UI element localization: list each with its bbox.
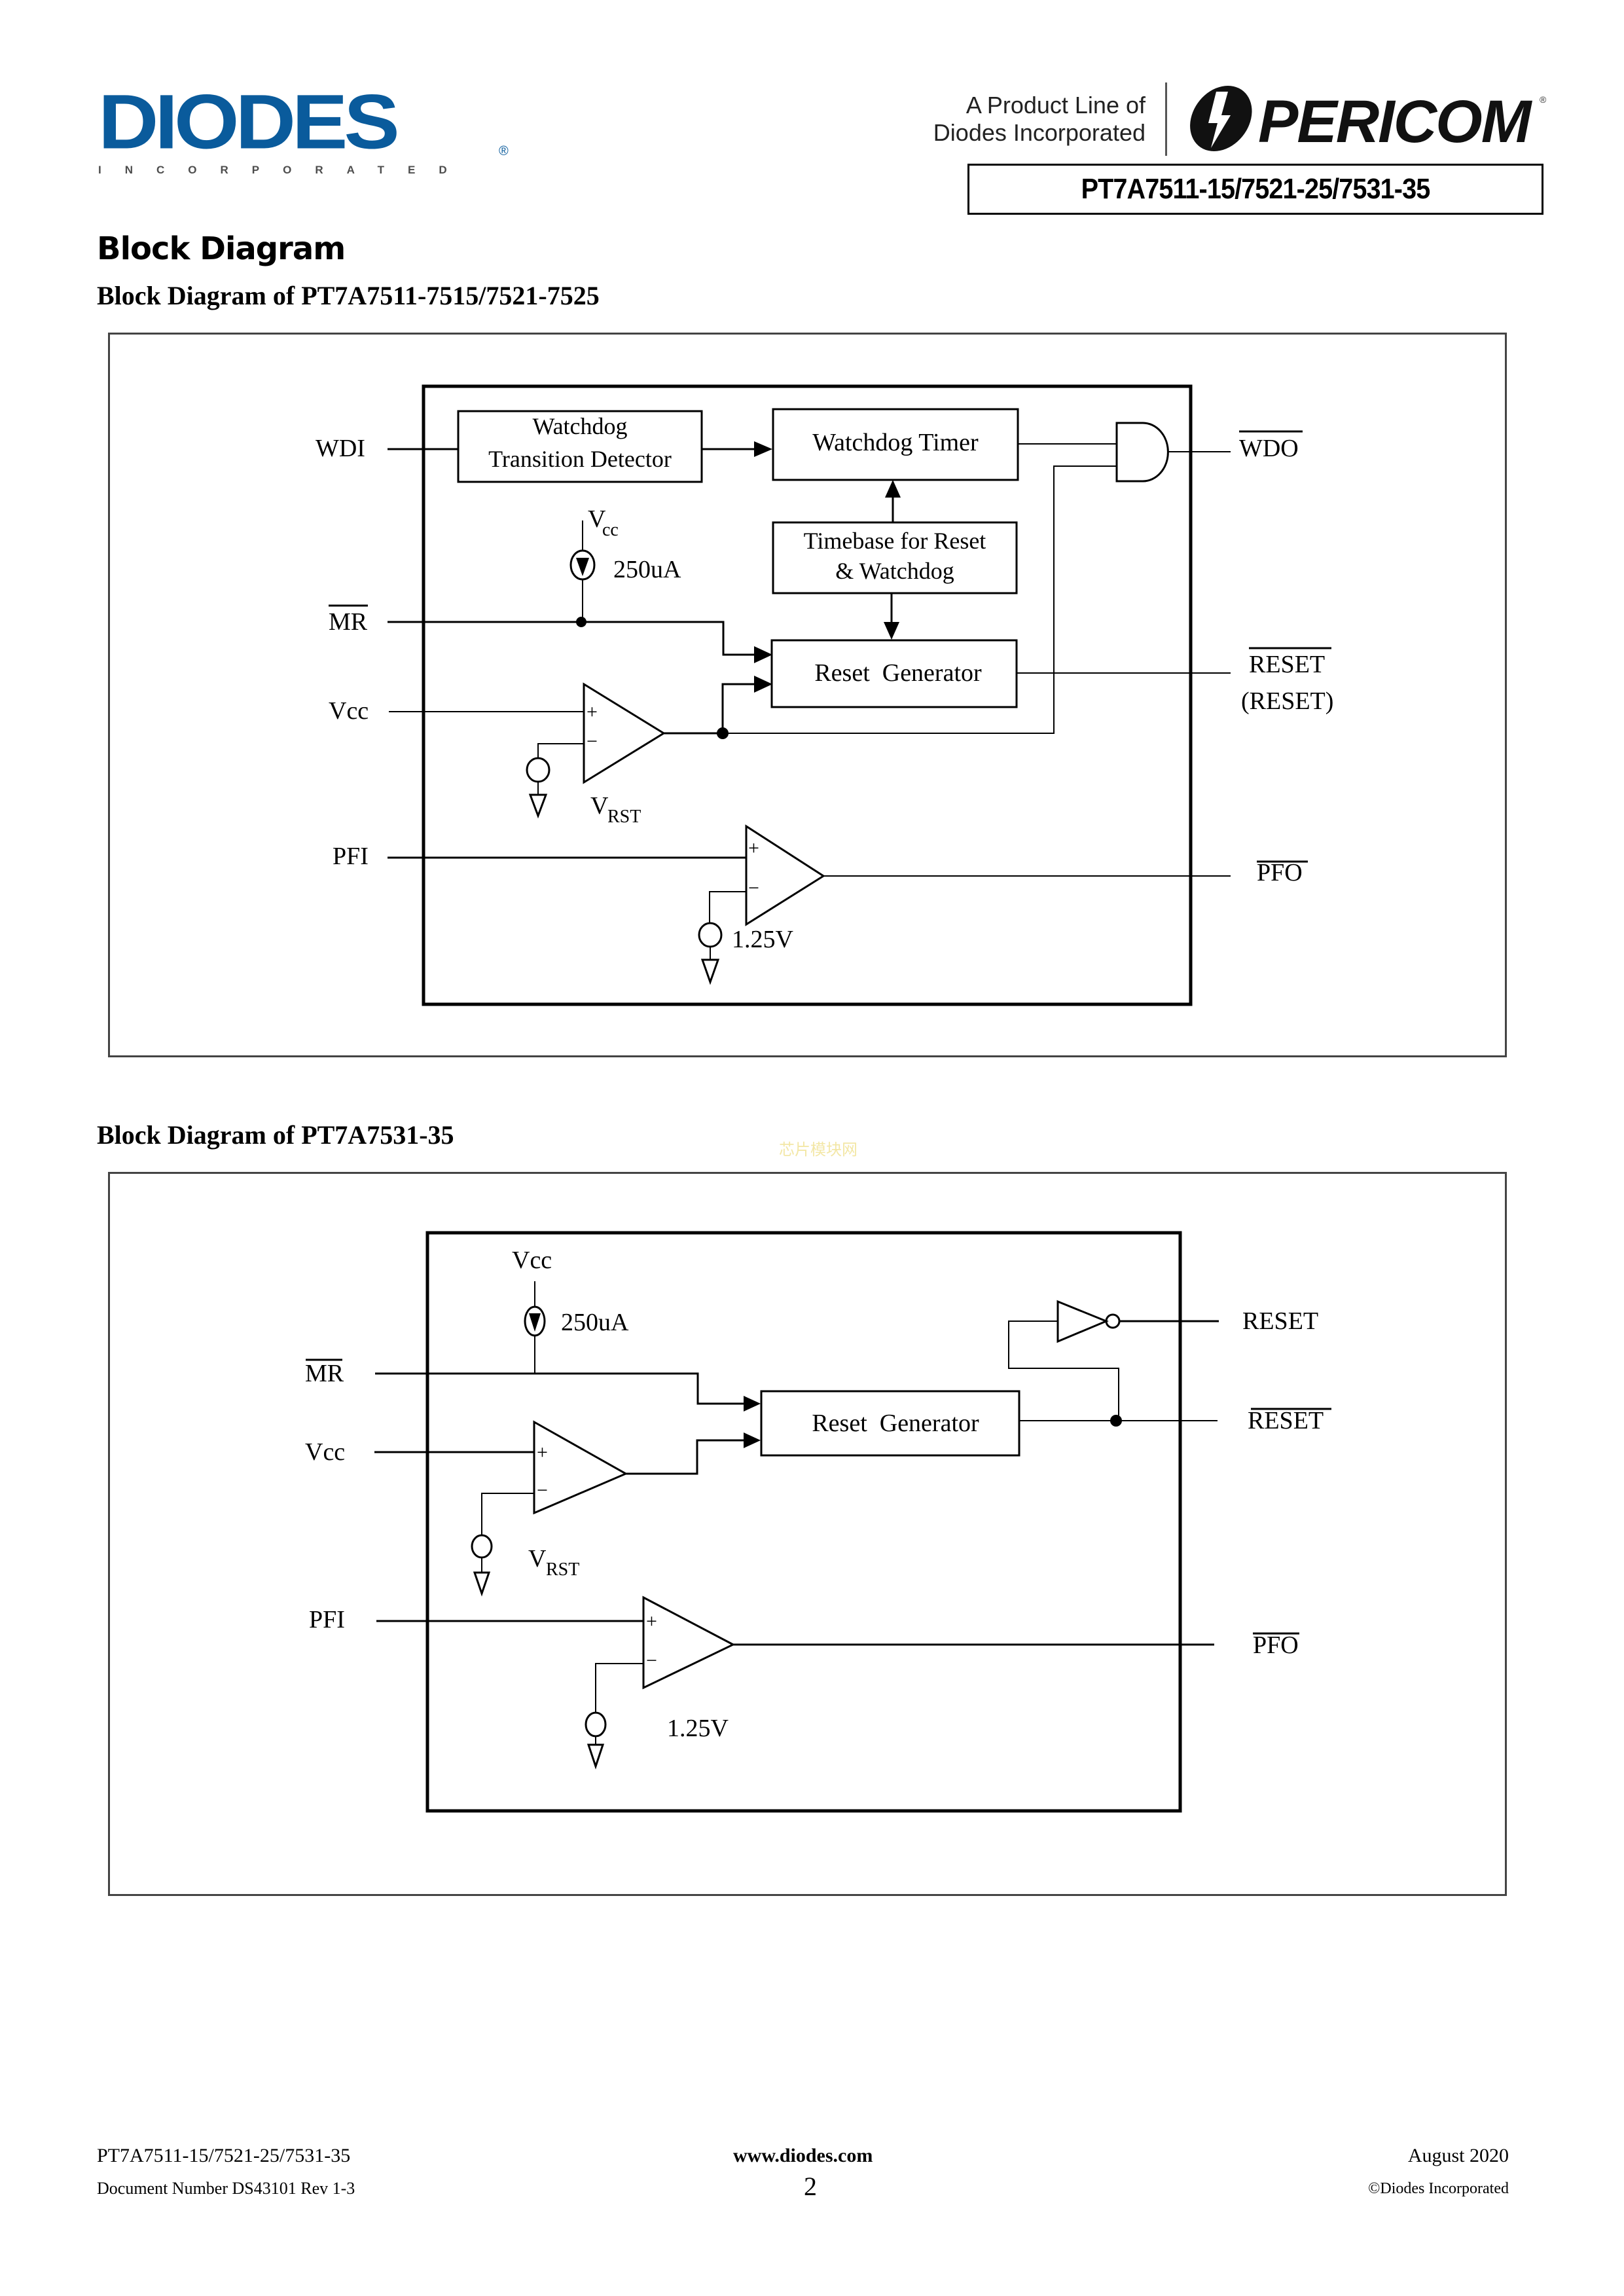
output-label-reset: RESET: [1242, 1307, 1318, 1335]
figure-2-title: Block Diagram of PT7A7531-35: [97, 1120, 454, 1150]
output-label-pfo: PFO: [1253, 1631, 1299, 1659]
vrst-subscript: RST: [607, 807, 641, 827]
comparator-minus: −: [748, 877, 759, 899]
comparator-vrst: [533, 1420, 628, 1515]
product-line-2: Diodes Incorporated: [933, 119, 1146, 146]
ground-icon: [700, 958, 720, 985]
comparator-plus: +: [537, 1442, 548, 1463]
comparator-minus: −: [586, 731, 598, 752]
timebase-block: [772, 521, 1018, 594]
output-label-reset-alt: (RESET): [1241, 687, 1333, 715]
part-number: PT7A7511-15/7521-25/7531-35: [1081, 173, 1431, 205]
figure-1-frame: [108, 333, 1507, 1057]
voltage-source-icon: [585, 1711, 607, 1738]
footer-page-number: 2: [804, 2172, 817, 2201]
junction-dot: [1110, 1415, 1122, 1427]
current-source-label: 250uA: [613, 556, 681, 583]
chip-boundary: [425, 1231, 1182, 1813]
input-label-wdi: WDI: [316, 435, 365, 462]
timebase-line2: & Watchdog: [835, 558, 954, 584]
transition-detector-line2: Transition Detector: [488, 446, 672, 472]
comparator-minus: −: [646, 1650, 657, 1671]
reset-generator-block: [760, 1390, 1020, 1457]
watermark: 芯片模块网: [779, 1140, 857, 1159]
comparator-plus: +: [748, 837, 759, 859]
comparator-plus: +: [586, 701, 598, 723]
input-label-mr: MR: [305, 1360, 344, 1387]
product-line-text: A Product Line of Diodes Incorporated: [933, 92, 1146, 147]
vcc-label: Vcc: [512, 1247, 552, 1274]
transition-detector-line1: Watchdog: [532, 413, 627, 439]
diodes-logo: DIODES INCORPORATED ®: [98, 79, 509, 177]
ref-voltage-label: 1.25V: [732, 926, 794, 953]
input-label-pfi: PFI: [333, 843, 369, 870]
inverter-gate: [1056, 1300, 1109, 1343]
ground-icon: [473, 1571, 491, 1597]
arrow-icon: [744, 1432, 761, 1448]
input-label-vcc: Vcc: [305, 1438, 345, 1466]
transition-detector-block: [457, 410, 703, 483]
vcc-label: V: [588, 505, 606, 533]
figure-2-diagram: MR Vcc PFI RESET RESET PFO Reset Generat…: [305, 1231, 1331, 1813]
current-source-label: 250uA: [561, 1309, 629, 1336]
pericom-logo-word: PERICOM: [1258, 88, 1531, 155]
comparator-plus: +: [646, 1611, 657, 1632]
footer-website-link[interactable]: www.diodes.com: [733, 2145, 873, 2166]
comparator-pfi: [642, 1595, 736, 1690]
vcc-subscript: CC: [602, 520, 619, 540]
arrow-icon: [884, 622, 899, 640]
pericom-lightning-icon: [1190, 86, 1252, 151]
ref-voltage-label: 1.25V: [667, 1715, 729, 1742]
input-label-mr: MR: [329, 608, 368, 636]
header-divider: [1165, 82, 1167, 156]
input-label-pfi: PFI: [309, 1606, 345, 1633]
output-label-reset: RESET: [1249, 651, 1325, 678]
and-gate: [1115, 422, 1169, 483]
section-title: Block Diagram: [97, 230, 346, 267]
reset-generator-label: Reset Generator: [812, 1410, 979, 1437]
reset-generator-label: Reset Generator: [814, 659, 982, 687]
diodes-logo-subtitle: INCORPORATED: [98, 164, 471, 176]
watchdog-timer-label: Watchdog Timer: [812, 429, 979, 456]
footer-part-number: PT7A7511-15/7521-25/7531-35: [97, 2145, 351, 2166]
comparator-vrst: [583, 682, 666, 784]
figure-2-frame: [108, 1172, 1507, 1896]
voltage-source-icon: [698, 922, 723, 948]
ground-icon: [528, 793, 548, 819]
part-number-box: PT7A7511-15/7521-25/7531-35: [967, 164, 1543, 215]
registered-mark: ®: [499, 144, 509, 158]
vrst-subscript: RST: [546, 1559, 579, 1580]
figure-1-title: Block Diagram of PT7A7511-7515/7521-7525: [97, 281, 600, 310]
arrow-icon: [885, 480, 901, 498]
chip-boundary: [422, 384, 1193, 1006]
diodes-logo-word: DIODES: [98, 79, 400, 166]
footer-copyright: ©Diodes Incorporated: [1368, 2180, 1509, 2197]
vrst-label: V: [590, 792, 609, 820]
comparator-minus: −: [537, 1480, 548, 1501]
arrow-icon: [744, 1396, 761, 1412]
footer-date: August 2020: [1407, 2145, 1509, 2166]
footer-document-number: Document Number DS43101 Rev 1-3: [97, 2179, 355, 2198]
registered-mark: ®: [1540, 94, 1547, 105]
timebase-line1: Timebase for Reset: [804, 528, 986, 554]
output-label-pfo: PFO: [1257, 859, 1303, 886]
voltage-source-icon: [526, 757, 550, 783]
arrow-icon: [754, 646, 772, 663]
input-label-vcc: Vcc: [329, 697, 369, 725]
vrst-label: V: [528, 1545, 547, 1573]
voltage-source-icon: [471, 1534, 493, 1559]
arrow-icon: [754, 676, 772, 693]
output-label-reset-bar: RESET: [1248, 1407, 1324, 1434]
figure-1-diagram: WDI MR Vcc PFI WDO RESET (RESET) PFO Wat…: [316, 384, 1333, 1006]
arrow-icon: [754, 441, 772, 457]
product-line-1: A Product Line of: [965, 92, 1146, 118]
output-label-wdo: WDO: [1239, 435, 1299, 462]
ground-icon: [586, 1743, 605, 1770]
comparator-pfi: [745, 824, 825, 926]
